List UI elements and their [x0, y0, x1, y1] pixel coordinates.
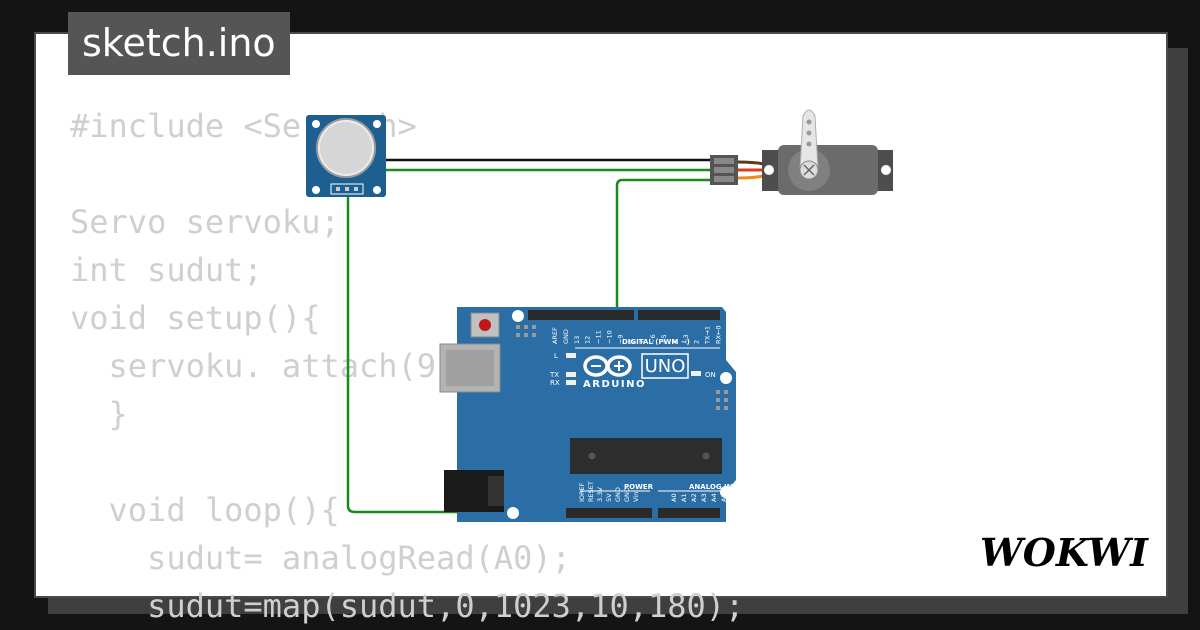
wokwi-logo-icon: WOKWI [980, 530, 1149, 575]
code-line: void setup(){ [70, 299, 321, 337]
code-line: sudut=map(sudut,0,1023,10,180); [70, 587, 745, 625]
wire-green-pwm [615, 178, 718, 316]
digital-pin-label: 7 [638, 340, 646, 344]
power-pin-label: RESET [587, 481, 595, 502]
analog-pin-label: A0 [670, 493, 678, 502]
wire-red [354, 164, 718, 179]
wire-green-a0 [346, 190, 668, 514]
digital-pin-label: 12 [584, 336, 592, 344]
circuit-diagram: ARDUINO UNO DIGITAL (PWM ~) ANALOG IN POWER O… [306, 109, 893, 522]
code-line: #include <Servo.h> [70, 107, 417, 145]
digital-pin-label: 8 [627, 340, 635, 344]
power-pin-label: 3.3V [596, 487, 604, 502]
digital-pin-label: ~9 [616, 334, 624, 344]
board-labels: ARDUINO UNO DIGITAL (PWM ~) ANALOG IN POWER O… [549, 325, 733, 502]
analog-pin-label: A3 [700, 493, 708, 502]
analog-pin-label: A1 [680, 493, 688, 502]
led-l-label: L [554, 352, 558, 360]
digital-pin-label: 4 [671, 340, 679, 344]
analog-header-label: ANALOG IN [689, 483, 733, 491]
power-pin-label: GND [623, 487, 631, 502]
digital-pin-label: RX←0 [715, 325, 723, 344]
digital-pin-label: GND [562, 329, 570, 344]
led-tx-label: TX [549, 371, 559, 379]
code-line: Servo servoku; [70, 203, 340, 241]
brand-text: WOKWI [980, 530, 1149, 575]
analog-pin-label: A2 [690, 493, 698, 502]
preview-card: #include <Servo.h> Servo servoku; int sudu… [34, 32, 1168, 625]
digital-pin-label: TX→1 [704, 326, 712, 345]
power-pin-label: IOREF [578, 482, 586, 502]
power-pin-label: 5V [605, 493, 613, 502]
digital-pin-label: 13 [573, 336, 581, 344]
digital-pin-label: ~11 [595, 330, 603, 344]
code-line: void loop(){ [70, 491, 340, 529]
arduino-uno-board[interactable] [439, 307, 736, 522]
power-header-label: POWER [624, 483, 654, 491]
power-pin-label: Vin [632, 492, 640, 502]
digital-pin-label: ~10 [606, 330, 614, 344]
digital-pin-label: AREF [551, 327, 559, 344]
code-line: sudut= analogRead(A0); [70, 539, 571, 577]
servo-icon[interactable] [710, 109, 893, 195]
on-led-label: ON [705, 371, 716, 379]
file-name-tag: sketch.ino [68, 12, 290, 75]
digital-pin-label: ~5 [660, 334, 668, 344]
digital-pin-label: 2 [693, 340, 701, 344]
digital-pin-label: ~6 [649, 334, 657, 344]
code-line: } [70, 395, 128, 433]
analog-pin-label: A4 [710, 493, 718, 502]
led-rx-label: RX [550, 379, 560, 387]
analog-pin-label: A5 [720, 493, 728, 502]
code-line: int sudut; [70, 251, 263, 289]
arduino-logo-icon [583, 355, 632, 377]
board-model-text: UNO [645, 356, 686, 377]
potentiometer-icon[interactable] [306, 115, 386, 197]
code-background: #include <Servo.h> Servo servoku; int sudu… [70, 102, 744, 630]
digital-header-label: DIGITAL (PWM ~) [622, 338, 690, 346]
power-pin-label: GND [614, 487, 622, 502]
digital-pin-label: ~3 [682, 334, 690, 344]
board-logo-text: ARDUINO [583, 379, 646, 390]
